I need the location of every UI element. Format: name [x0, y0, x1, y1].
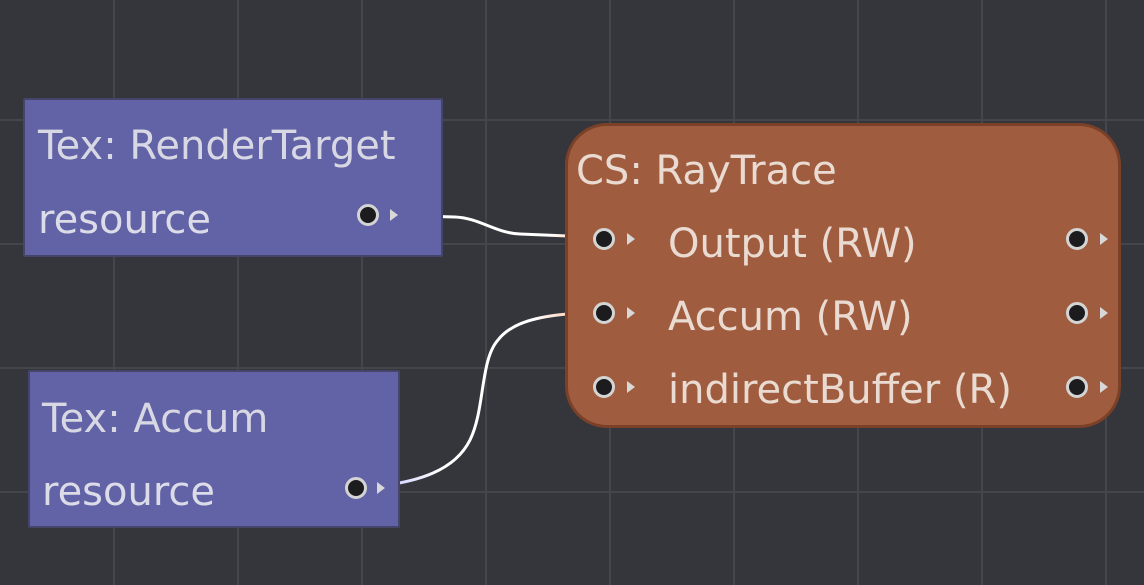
pin-label-indirectbuffer: indirectBuffer (R) [668, 367, 1012, 413]
output-pin[interactable] [357, 204, 379, 226]
wire-accum-to-accum[interactable] [371, 310, 593, 489]
pin-arrow-icon [627, 307, 635, 319]
input-pin-accum[interactable] [593, 302, 615, 324]
output-pin[interactable] [345, 477, 367, 499]
pin-arrow-icon [1100, 381, 1108, 393]
input-pin-indirectbuffer[interactable] [593, 376, 615, 398]
output-pin-label: resource [38, 197, 212, 243]
node-title: Tex: RenderTarget [38, 123, 396, 169]
pin-label-output: Output (RW) [668, 221, 917, 267]
output-pin-indirectbuffer[interactable] [1066, 376, 1088, 398]
input-pin-output[interactable] [593, 228, 615, 250]
output-pin-output[interactable] [1066, 228, 1088, 250]
pin-arrow-icon [390, 209, 398, 221]
pin-label-accum: Accum (RW) [668, 294, 913, 340]
pin-arrow-icon [377, 482, 385, 494]
pin-arrow-icon [1100, 233, 1108, 245]
pin-arrow-icon [627, 233, 635, 245]
node-title: CS: RayTrace [576, 148, 837, 194]
output-pin-accum[interactable] [1066, 302, 1088, 324]
node-tex-rendertarget[interactable]: Tex: RenderTarget resource [23, 98, 443, 257]
pin-arrow-icon [1100, 307, 1108, 319]
node-title: Tex: Accum [42, 396, 269, 442]
node-tex-accum[interactable]: Tex: Accum resource [28, 370, 400, 528]
output-pin-label: resource [42, 469, 216, 515]
node-cs-raytrace[interactable]: CS: RayTrace Output (RW) Accum (RW) indi… [565, 123, 1121, 428]
pin-arrow-icon [627, 381, 635, 393]
